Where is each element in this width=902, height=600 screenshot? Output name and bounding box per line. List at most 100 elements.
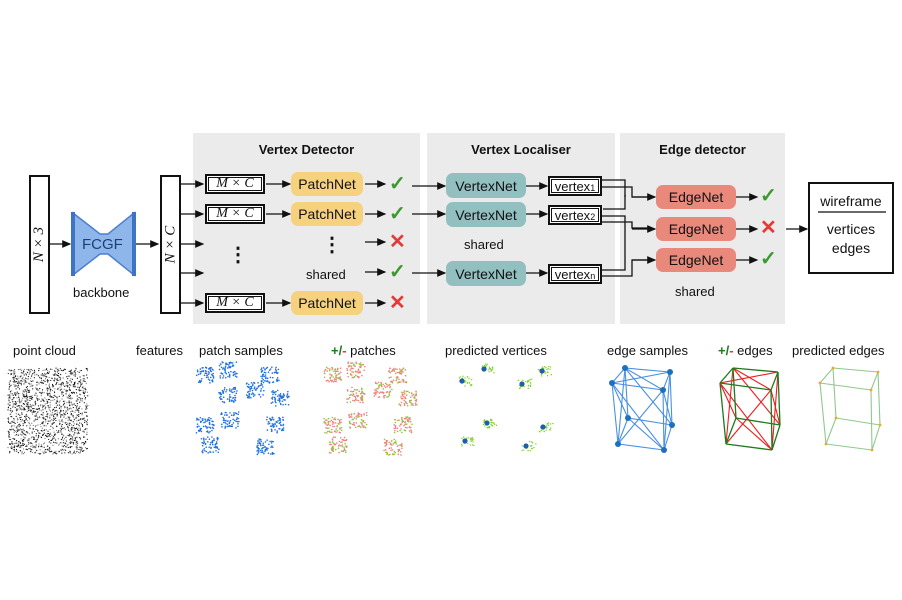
- point: [327, 427, 330, 429]
- point: [26, 368, 28, 370]
- point: [271, 398, 274, 400]
- point: [276, 430, 279, 432]
- point: [62, 394, 65, 396]
- point: [10, 408, 12, 410]
- point: [331, 366, 333, 369]
- point: [82, 389, 84, 391]
- predicted-edges-image: [818, 366, 882, 452]
- point: [391, 453, 394, 455]
- point: [409, 420, 412, 423]
- point: [336, 368, 339, 371]
- point: [326, 370, 329, 372]
- point: [22, 448, 25, 450]
- point: [390, 380, 392, 383]
- point: [74, 452, 76, 455]
- point: [406, 416, 409, 418]
- point: [78, 410, 80, 412]
- point: [235, 412, 238, 415]
- point: [393, 441, 396, 444]
- point: [360, 388, 363, 391]
- point: [42, 406, 44, 408]
- point: [67, 382, 69, 384]
- point: [393, 424, 396, 426]
- point: [66, 376, 68, 378]
- point: [413, 396, 416, 398]
- point: [34, 374, 36, 376]
- point: [546, 425, 548, 427]
- point: [462, 375, 464, 377]
- point: [394, 451, 397, 454]
- point: [49, 401, 51, 404]
- point: [12, 394, 14, 396]
- point: [72, 391, 74, 393]
- point: [65, 393, 67, 395]
- point: [17, 452, 20, 454]
- point: [410, 402, 412, 404]
- point: [26, 381, 28, 383]
- point: [77, 429, 79, 431]
- point: [39, 416, 41, 418]
- point: [46, 436, 48, 438]
- point: [26, 385, 28, 388]
- point: [83, 449, 85, 452]
- point: [358, 415, 360, 418]
- point: [43, 432, 45, 434]
- point: [237, 422, 239, 425]
- point: [354, 426, 357, 429]
- point: [30, 397, 32, 399]
- edge: [770, 389, 773, 451]
- point: [222, 392, 225, 394]
- point: [383, 385, 386, 387]
- point: [399, 429, 401, 432]
- point: [60, 385, 63, 387]
- point: [228, 366, 231, 369]
- point: [75, 373, 77, 376]
- point: [398, 419, 400, 422]
- point: [59, 368, 61, 370]
- point: [482, 423, 485, 426]
- point: [277, 368, 280, 371]
- point: [340, 421, 342, 424]
- point: [267, 371, 270, 373]
- point: [491, 369, 493, 372]
- point: [22, 390, 24, 392]
- point: [32, 424, 34, 427]
- point: [80, 446, 82, 448]
- point: [265, 418, 268, 421]
- point: [396, 445, 399, 447]
- point: [253, 387, 256, 390]
- point: [464, 377, 466, 379]
- point: [231, 425, 234, 428]
- point: [50, 413, 52, 415]
- point: [234, 396, 237, 399]
- point: [47, 435, 49, 437]
- point: [200, 371, 202, 373]
- point: [24, 381, 26, 383]
- point: [55, 452, 57, 454]
- point: [19, 429, 21, 431]
- point: [207, 452, 209, 454]
- point: [258, 438, 260, 440]
- pm-patches-image: [323, 361, 418, 456]
- point: [521, 449, 523, 451]
- point: [386, 385, 389, 388]
- point: [529, 378, 531, 381]
- edge: [870, 371, 879, 391]
- point: [227, 375, 229, 378]
- point: [267, 421, 270, 423]
- point: [69, 395, 71, 397]
- point: [200, 427, 203, 430]
- point: [57, 438, 60, 440]
- point: [332, 380, 335, 383]
- point: [36, 388, 38, 391]
- point: [264, 371, 267, 374]
- point: [76, 448, 78, 450]
- point: [878, 423, 882, 427]
- point: [57, 375, 60, 377]
- point: [41, 391, 44, 393]
- point: [353, 400, 356, 402]
- point: [264, 446, 267, 448]
- point: [43, 405, 45, 407]
- point: [357, 395, 359, 398]
- point: [353, 363, 355, 365]
